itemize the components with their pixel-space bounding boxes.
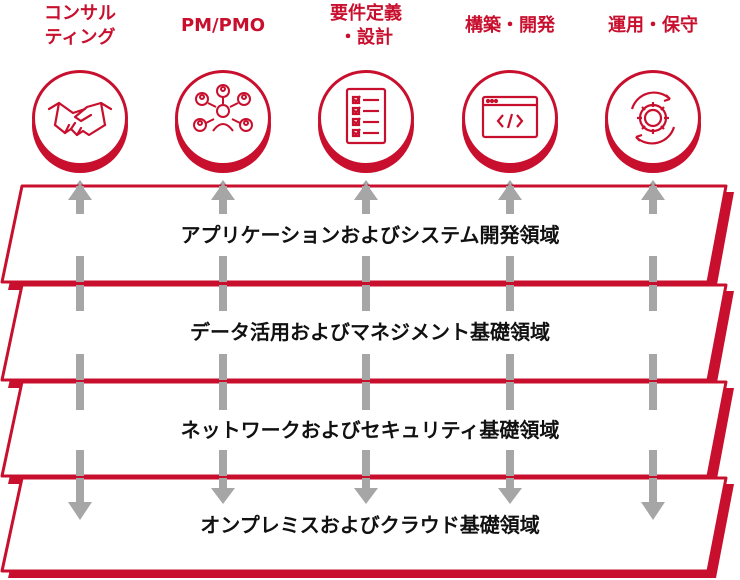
layer-label-application: アプリケーションおよびシステム開発領域 <box>180 223 560 247</box>
arrow-overlay-band2 <box>76 285 657 380</box>
phase-circle-operations <box>605 70 701 166</box>
layer-band-application <box>0 184 734 290</box>
phase-circle-requirements <box>318 70 414 166</box>
phase-circle-pmo <box>175 70 271 166</box>
phase-label-operations: 運用・保守 <box>608 15 698 36</box>
layer-band-data <box>0 283 734 388</box>
layer-label-data: データ活用およびマネジメント基礎領域 <box>190 320 550 344</box>
phase-label-consulting: コンサル ティング <box>44 3 116 48</box>
phase-circle-consulting <box>32 70 128 166</box>
layer-band-network <box>0 380 734 484</box>
checklist-icon <box>345 87 387 145</box>
team-network-icon <box>193 84 253 132</box>
arrow-overlay-band4 <box>68 478 665 520</box>
arrow-overlay-band3 <box>76 382 657 476</box>
phase-label-requirements: 要件定義 ・設計 <box>330 3 402 48</box>
code-window-icon <box>481 95 539 139</box>
layer-label-network: ネットワークおよびセキュリティ基礎領域 <box>180 418 560 442</box>
phase-label-development: 構築・開発 <box>465 15 555 36</box>
gear-cycle-icon <box>630 91 676 145</box>
phase-circle-development <box>462 70 558 166</box>
layer-band-infrastructure <box>0 476 734 578</box>
layer-label-infrastructure: オンプレミスおよびクラウド基礎領域 <box>200 513 540 537</box>
arrow-overlay-band1 <box>68 183 665 282</box>
handshake-icon <box>47 101 113 137</box>
phase-label-pmo: PM/PMO <box>180 15 266 36</box>
